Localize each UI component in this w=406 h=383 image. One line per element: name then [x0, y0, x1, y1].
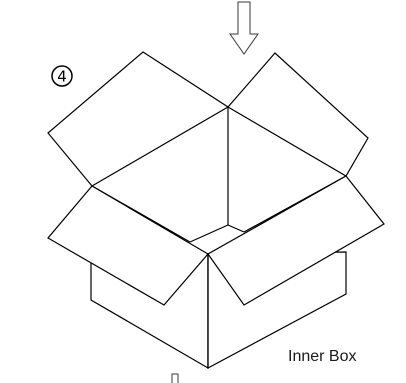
step-number-text: 4	[57, 68, 67, 86]
inner-box-caption: Inner Box	[288, 348, 356, 366]
lower-arrow-icon	[172, 374, 178, 383]
insert-arrow-icon	[230, 2, 258, 54]
step-number-badge: 4	[52, 66, 72, 86]
back-left-flap	[48, 52, 228, 186]
back-right-flap	[228, 53, 368, 176]
